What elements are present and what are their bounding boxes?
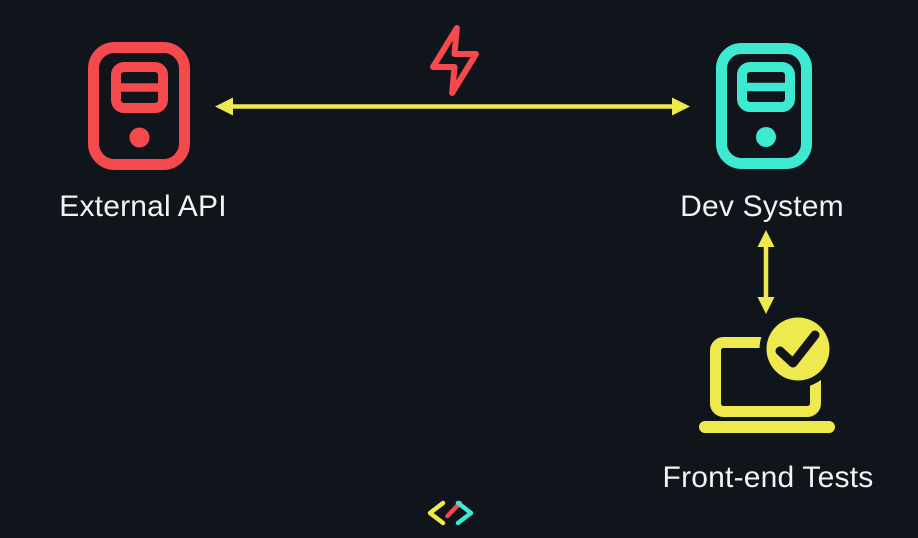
label-dev-system: Dev System xyxy=(680,190,844,223)
arrow-dev-tests xyxy=(751,226,781,318)
arrow-api-dev xyxy=(205,92,700,122)
label-front-end-tests: Front-end Tests xyxy=(662,461,874,494)
laptop-check-icon xyxy=(694,312,840,436)
code-brackets-logo-icon xyxy=(426,497,476,529)
label-external-api: External API xyxy=(59,190,227,223)
server-icon-dev-system xyxy=(716,43,812,169)
lightning-bolt-icon xyxy=(429,24,480,97)
server-icon-external-api xyxy=(88,42,190,170)
